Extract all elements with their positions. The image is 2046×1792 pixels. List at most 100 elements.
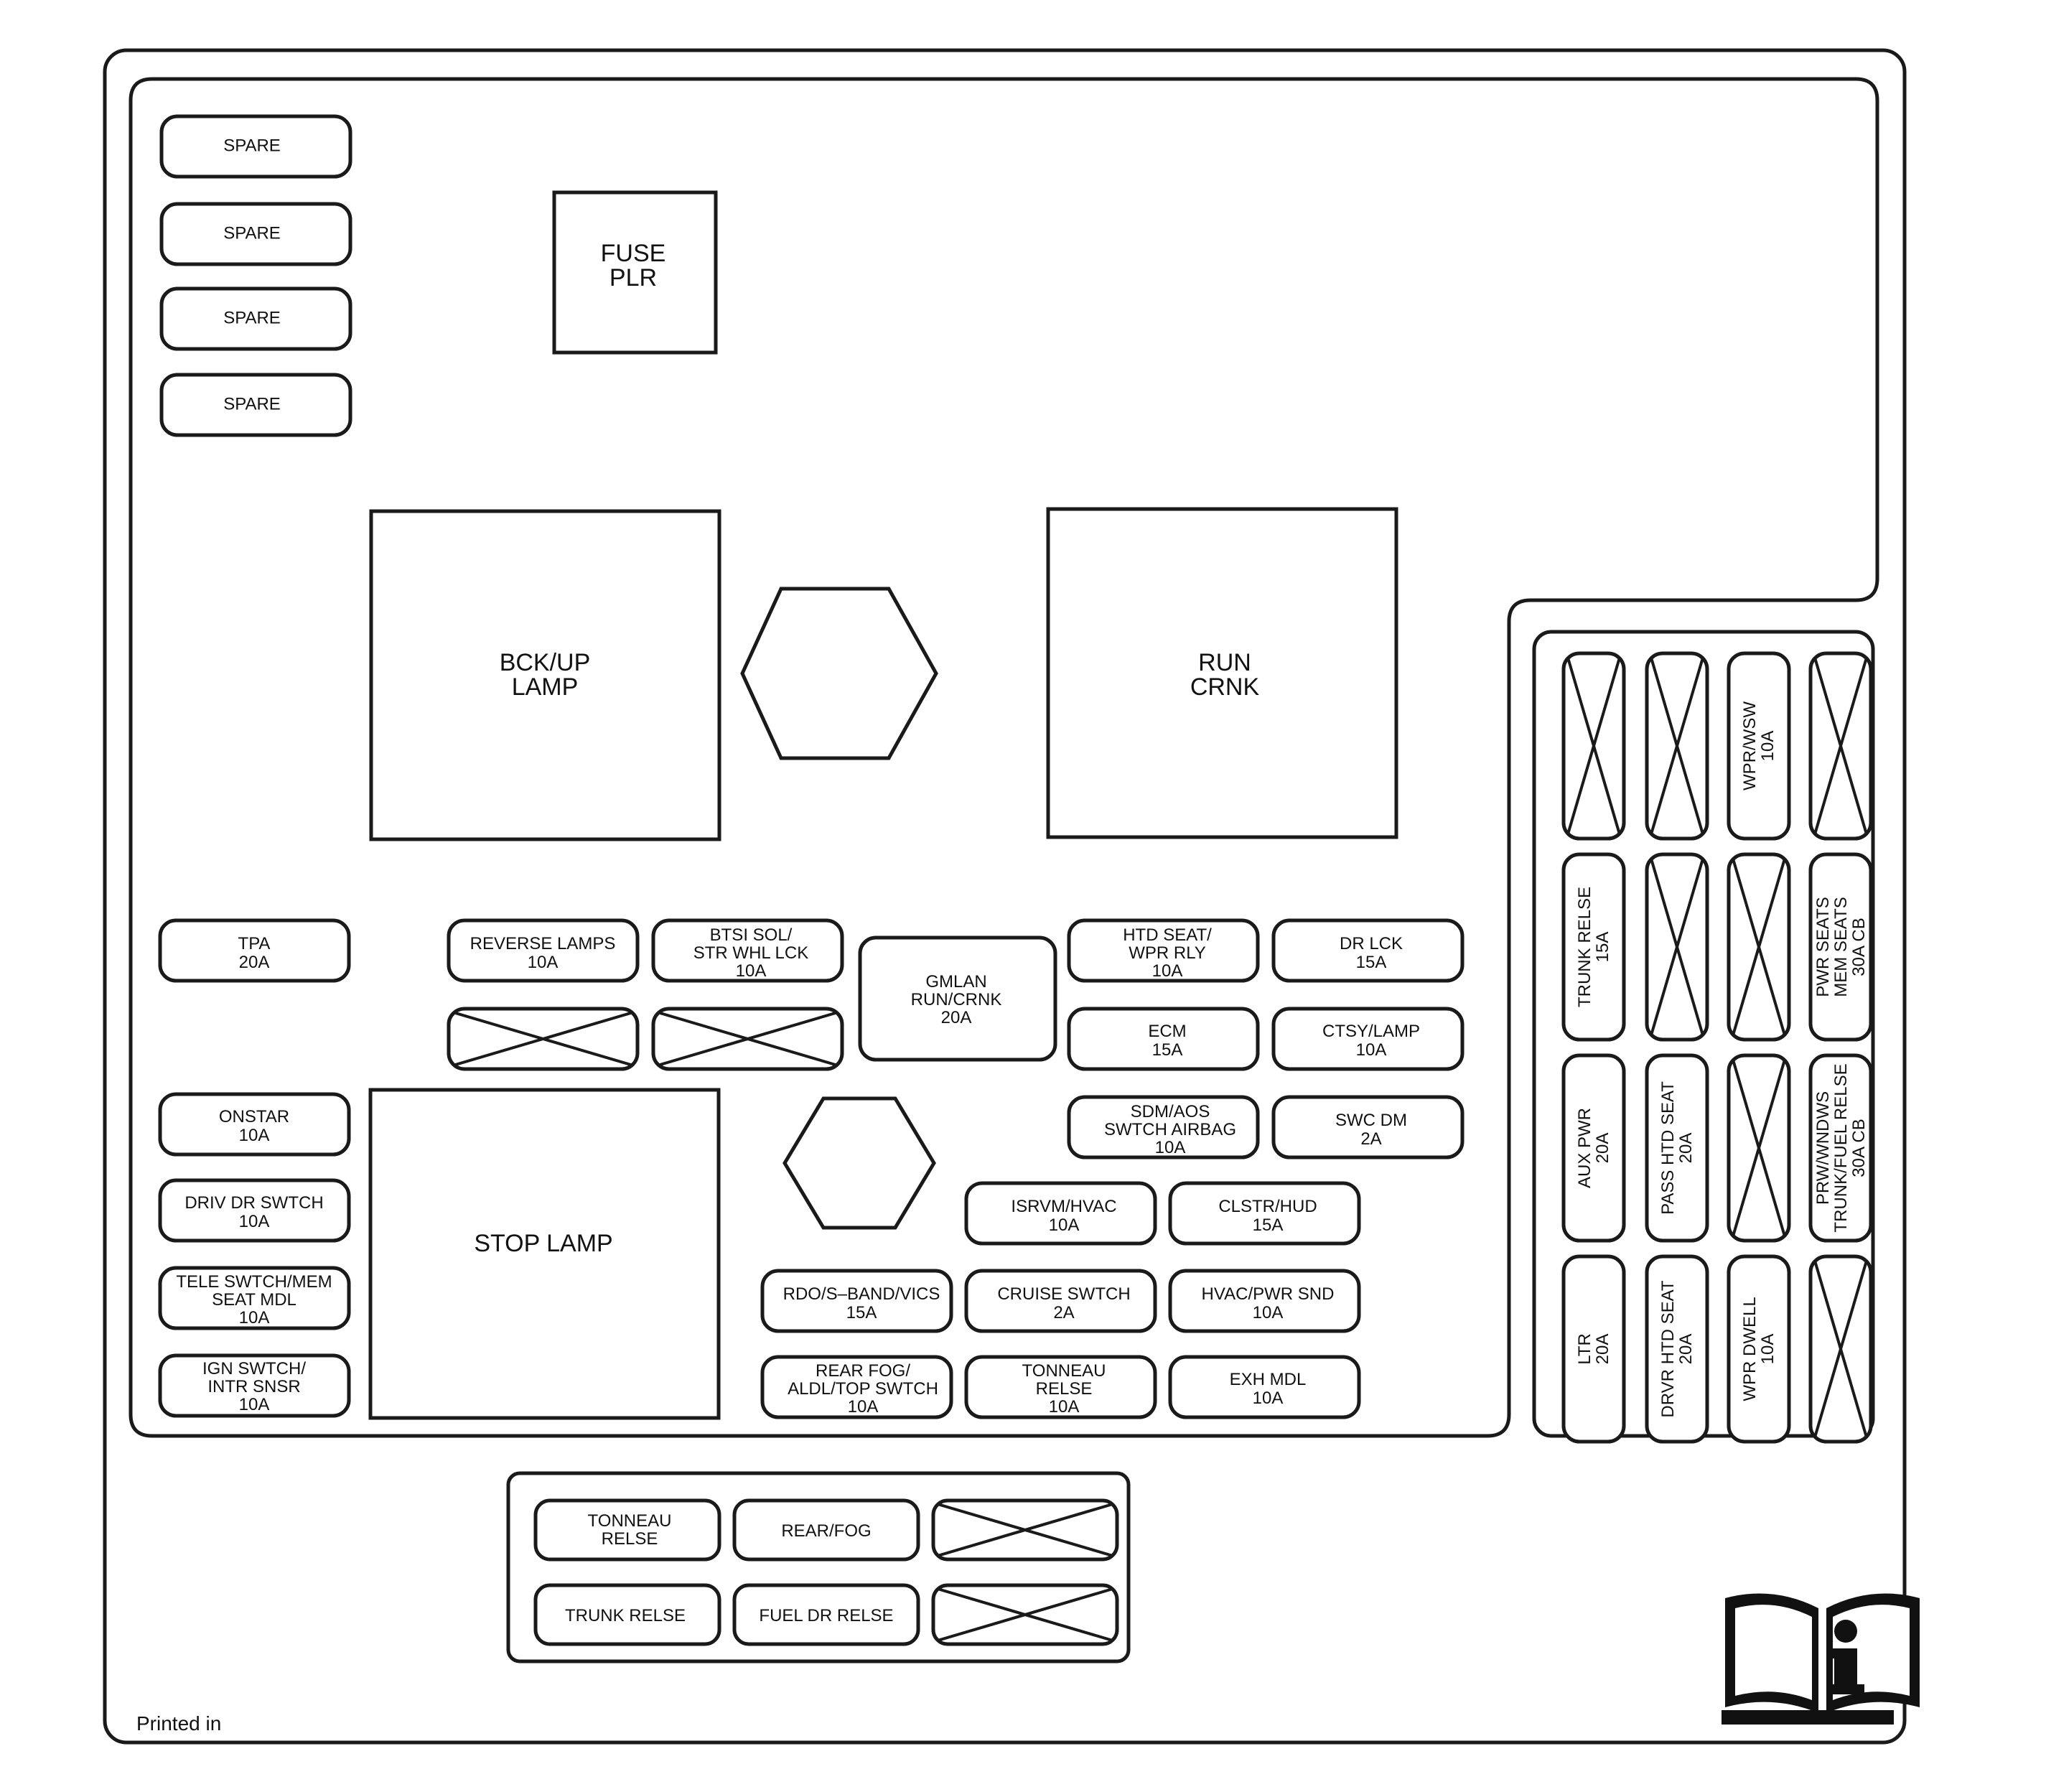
fuse-rating: 20A (1593, 1133, 1612, 1164)
fuse-label: EXH MDL (1230, 1370, 1307, 1389)
spare-fuse: SPARE (159, 286, 352, 351)
relay-trunk-relse: TRUNK RELSE (533, 1583, 721, 1646)
fuse-rating: 15A (1356, 953, 1387, 972)
fuse-label: WPR/WSW (1740, 701, 1760, 790)
fuse-label: CTSY/LAMP (1322, 1022, 1420, 1041)
fuse-pwr-seats-mem-seats: PWR SEATS MEM SEATS 30A CB (1808, 852, 1873, 1042)
fuse-onstar: ONSTAR 10A (158, 1092, 351, 1157)
spare-fuse-label: SPARE (223, 394, 281, 414)
empty-fuse-slot (651, 1007, 844, 1071)
fuse-label: WPR DWELL (1740, 1297, 1760, 1401)
fuse-label: ONSTAR (219, 1107, 289, 1126)
relay-label: FUEL DR RELSE (759, 1606, 893, 1625)
fuse-label: RUN/CRNK (911, 990, 1002, 1009)
empty-relay-slot (931, 1583, 1119, 1646)
fuse-label: AUX PWR (1575, 1108, 1594, 1188)
fuse-label: SWTCH AIRBAG (1104, 1120, 1236, 1139)
fuse-label: MEM SEATS (1831, 897, 1851, 997)
fuse-puller-label: PLR (609, 264, 657, 291)
fuse-label: ECM (1148, 1022, 1186, 1041)
fuse-rating: 10A (1049, 1397, 1080, 1417)
fuse-rating: 15A (1152, 1040, 1183, 1060)
fuse-btsi-sol: BTSI SOL/ STR WHL LCK 10A (651, 918, 844, 983)
fuse-label: GMLAN (925, 972, 986, 991)
spare-fuse-label: SPARE (223, 308, 281, 327)
fuse-rdo-s-band-vics: RDO/S–BAND/VICS 15A (760, 1269, 953, 1333)
relay-panel (506, 1471, 1131, 1663)
spare-fuse: SPARE (159, 114, 352, 179)
spare-fuse-label: SPARE (223, 136, 281, 155)
fuse-rating: 20A (1593, 1334, 1612, 1365)
fuse-label: REVERSE LAMPS (470, 934, 616, 953)
fuse-rating: 20A (239, 953, 270, 972)
fuse-rating: 10A (848, 1397, 879, 1417)
fuse-label: DR LCK (1340, 934, 1403, 953)
fuse-label: ISRVM/HVAC (1011, 1197, 1116, 1216)
fuse-rating: 15A (846, 1303, 877, 1322)
printed-in-label: Printed in (136, 1712, 221, 1735)
fuse-rating: 20A (941, 1008, 972, 1027)
fuse-label: PRW/WNDWS (1813, 1091, 1833, 1205)
relay-label: CRNK (1190, 673, 1260, 701)
empty-fuse-slot (1645, 852, 1709, 1042)
relay-label: RELSE (602, 1529, 658, 1549)
fuse-ltr: LTR 20A (1561, 1254, 1626, 1444)
fuse-rating: 10A (736, 961, 767, 981)
fuse-tpa: TPA 20A (158, 918, 351, 983)
fuse-rating: 10A (1049, 1215, 1080, 1235)
fuse-rating: 10A (239, 1308, 270, 1327)
outer-frame (103, 48, 1907, 1745)
empty-fuse-slot (447, 1007, 640, 1071)
fuse-label: HVAC/PWR SND (1202, 1284, 1335, 1304)
fuse-rating: 10A (1152, 961, 1183, 981)
fuse-wpr-dwell: WPR DWELL 10A (1727, 1254, 1791, 1444)
hex-mount (740, 587, 938, 760)
fuse-rating: 10A (1356, 1040, 1387, 1060)
empty-fuse-slot (1727, 1053, 1791, 1243)
fuse-rating: 2A (1053, 1303, 1074, 1322)
fuse-label: SDM/AOS (1131, 1102, 1210, 1121)
fuse-ign-swtch: IGN SWTCH/ INTR SNSR 10A (158, 1353, 351, 1418)
fuse-label: INTR SNSR (207, 1377, 300, 1396)
relay-label: LAMP (512, 673, 579, 701)
fuse-label: TPA (238, 934, 271, 953)
fuse-prw-wndws-trunk-fuel: PRW/WNDWS TRUNK/FUEL RELSE 30A CB (1808, 1053, 1873, 1243)
fuse-label: CRUISE SWTCH (997, 1284, 1130, 1304)
fuse-exh-mdl: EXH MDL 10A (1168, 1355, 1361, 1419)
fuse-label: WPR RLY (1129, 943, 1206, 963)
spare-fuse-label: SPARE (223, 223, 281, 243)
fuse-label: ALDL/TOP SWTCH (788, 1379, 938, 1399)
fuse-label: CLSTR/HUD (1218, 1197, 1317, 1216)
fuse-drvr-htd-seat: DRVR HTD SEAT 20A (1645, 1254, 1709, 1444)
empty-fuse-slot (1561, 651, 1626, 841)
fuse-reverse-lamps: REVERSE LAMPS 10A (447, 918, 640, 983)
fuse-rating: 20A (1676, 1133, 1696, 1164)
relay-fuel-dr-relse: FUEL DR RELSE (732, 1583, 920, 1646)
fuse-clstr-hud: CLSTR/HUD 15A (1168, 1181, 1361, 1246)
fuse-dr-lck: DR LCK 15A (1271, 918, 1465, 983)
fuse-trunk-relse: TRUNK RELSE 15A (1561, 852, 1626, 1042)
owner-manual-info-icon (1722, 1593, 1920, 1725)
fuse-rating: 15A (1253, 1215, 1284, 1235)
fuse-gmlan-run-crnk: GMLAN RUN/CRNK 20A (858, 935, 1057, 1062)
fuse-driv-dr-swtch: DRIV DR SWTCH 10A (158, 1178, 351, 1243)
fuse-label: TONNEAU (1022, 1361, 1106, 1381)
fuse-label: SEAT MDL (212, 1290, 296, 1310)
fuse-rating: 10A (1253, 1389, 1284, 1408)
hex-mount (783, 1096, 936, 1230)
fuse-rating: 30A CB (1849, 1119, 1869, 1177)
empty-fuse-slot (1808, 651, 1873, 841)
fuse-label: DRIV DR SWTCH (184, 1193, 323, 1213)
relay-label: REAR/FOG (781, 1521, 871, 1541)
backup-lamp-relay: BCK/UP LAMP (369, 509, 721, 841)
fuse-rating: 10A (1758, 1334, 1778, 1365)
fuse-label: STR WHL LCK (693, 943, 808, 963)
fuse-wpr-wsw: WPR/WSW 10A (1727, 651, 1791, 841)
fuse-swc-dm: SWC DM 2A (1271, 1095, 1465, 1159)
fuse-hvac-pwr-snd: HVAC/PWR SND 10A (1168, 1269, 1361, 1333)
relay-label: STOP LAMP (474, 1230, 612, 1257)
fuse-label: PWR SEATS (1813, 897, 1833, 997)
fuse-rear-fog-aldl: REAR FOG/ ALDL/TOP SWTCH 10A (760, 1355, 953, 1419)
spare-fuse: SPARE (159, 202, 352, 266)
fuse-rating: 10A (1758, 731, 1778, 762)
